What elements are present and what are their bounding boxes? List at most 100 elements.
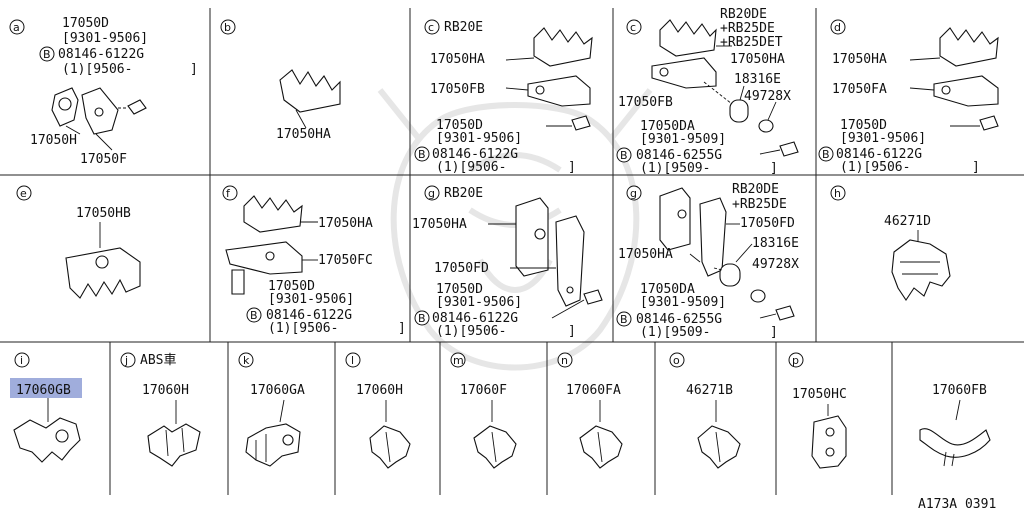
panel-mark-circle — [220, 19, 236, 35]
date-range: [9301-9506] — [436, 131, 522, 146]
bolt-mark-circle — [414, 146, 430, 162]
date-range: [9301-9506] — [268, 292, 354, 307]
part-label: 08146-6122G — [58, 47, 144, 62]
part-label: 17050D — [62, 16, 109, 31]
part-label: 17050F — [80, 152, 127, 167]
engine-label: RB20E — [444, 20, 483, 35]
panel-m: m 17060F — [450, 352, 517, 469]
part-label: 17050D — [268, 279, 315, 294]
panel-mark-circle — [830, 19, 846, 35]
panel-mark-circle — [669, 352, 685, 368]
date-range: (1)[9506- — [268, 321, 338, 336]
part-label: 17050HC — [792, 387, 847, 402]
part-label: 17050FD — [434, 261, 489, 276]
part-label: 17050DA — [640, 119, 695, 134]
panel-mark: p — [792, 354, 799, 367]
bolt-mark-circle — [246, 307, 262, 323]
engine-label: +RB25DE — [720, 21, 775, 36]
bolt-mark-circle — [616, 147, 632, 163]
panel-mark: n — [561, 354, 568, 367]
part-label: 17050HA — [318, 216, 373, 231]
date-bracket: ] — [568, 160, 576, 175]
bolt-mark: B — [620, 149, 628, 162]
part-label: 08146-6122G — [266, 308, 352, 323]
bolt-mark: B — [822, 148, 830, 161]
part-label: 18316E — [752, 236, 799, 251]
part-label: 17050HA — [618, 247, 673, 262]
clip-drawing — [579, 425, 623, 469]
clamp-drawing — [279, 69, 341, 129]
panel-mark-circle — [626, 185, 642, 201]
date-range: (1)[9509- — [640, 325, 710, 340]
part-label: 08146-6122G — [836, 147, 922, 162]
clamp-drawing — [515, 197, 603, 307]
part-label: 17050FA — [832, 82, 887, 97]
part-label: 17050FB — [618, 95, 673, 110]
engine-label: RB20DE — [732, 182, 779, 197]
panel-mark: c — [428, 21, 434, 34]
panel-mark-circle — [238, 352, 254, 368]
part-label: 17060GB — [16, 383, 71, 398]
part-label: 49728X — [752, 257, 799, 272]
panel-k: k 17060GA — [238, 352, 305, 467]
panel-b: b 17050HA — [220, 19, 341, 142]
bolt-mark: B — [418, 148, 426, 161]
clamp-drawing — [891, 239, 951, 301]
part-label: 17050FC — [318, 253, 373, 268]
panel-mark: f — [226, 187, 231, 200]
panel-i: i 17060GB — [10, 352, 82, 463]
part-label: 08146-6122G — [432, 147, 518, 162]
clip-drawing — [473, 425, 517, 469]
date-bracket: ] — [568, 324, 576, 339]
panel-f: f 17050HA 17050FC 17050D [9301-9506] B 0… — [222, 185, 406, 336]
part-label: 17050D — [436, 118, 483, 133]
part-label: 17050FD — [740, 216, 795, 231]
part-label: 08146-6255G — [636, 312, 722, 327]
panel-mark-circle — [788, 352, 804, 368]
panel-mark-circle — [557, 352, 573, 368]
date-range: [9301-9506] — [840, 131, 926, 146]
panel-e: e 17050HB — [16, 185, 141, 299]
part-label: 08146-6122G — [432, 311, 518, 326]
clip-drawing — [697, 425, 741, 469]
clip-drawing — [811, 415, 847, 469]
panel-mark-circle — [424, 19, 440, 35]
clamp-drawing — [651, 19, 799, 157]
date-bracket: ] — [190, 62, 198, 77]
part-label: 17060FB — [932, 383, 987, 398]
panel-mark-circle — [450, 352, 466, 368]
part-label: 17050FB — [430, 82, 485, 97]
clamp-drawing — [225, 195, 303, 295]
part-label: 46271D — [884, 214, 931, 229]
bolt-mark: B — [418, 312, 426, 325]
reference-code: A173A 0391 — [918, 497, 996, 510]
part-label: 17050HA — [832, 52, 887, 67]
panel-mark-circle — [16, 185, 32, 201]
panel-mark-circle — [9, 19, 25, 35]
bolt-mark-circle — [39, 46, 55, 62]
panel-j: j ABS車 17060H — [120, 352, 201, 467]
panel-l: l 17060H — [345, 352, 411, 469]
watermark — [377, 88, 653, 371]
panel-mark-circle — [424, 185, 440, 201]
clamp-drawing — [65, 247, 141, 299]
panel-g-rb20e: g RB20E 17050HA 17050FD 17050D [9301-950… — [412, 185, 603, 339]
clip-drawing — [245, 423, 301, 467]
panel-a: a 17050D [9301-9506] B 08146-6122G (1)[9… — [9, 16, 198, 167]
part-label: 17060H — [356, 383, 403, 398]
panel-mark: b — [224, 21, 231, 34]
panel-mark: g — [428, 187, 435, 200]
bolt-mark-circle — [414, 310, 430, 326]
panel-mark: o — [673, 354, 680, 367]
panel-c-rb20de: c RB20DE +RB25DE +RB25DET 17050HA 17050F… — [616, 7, 799, 176]
panel-c-rb20e: c RB20E 17050HA 17050FB 17050D [9301-950… — [414, 19, 593, 175]
part-label: 17060FA — [566, 383, 621, 398]
part-label: 17050DA — [640, 282, 695, 297]
date-range: (1)[9509- — [640, 161, 710, 176]
panel-mark: l — [351, 354, 354, 367]
panel-mark: c — [630, 21, 636, 34]
clamp-drawing — [933, 27, 999, 131]
clip-drawing — [13, 417, 81, 463]
panel-mark: j — [124, 354, 128, 367]
